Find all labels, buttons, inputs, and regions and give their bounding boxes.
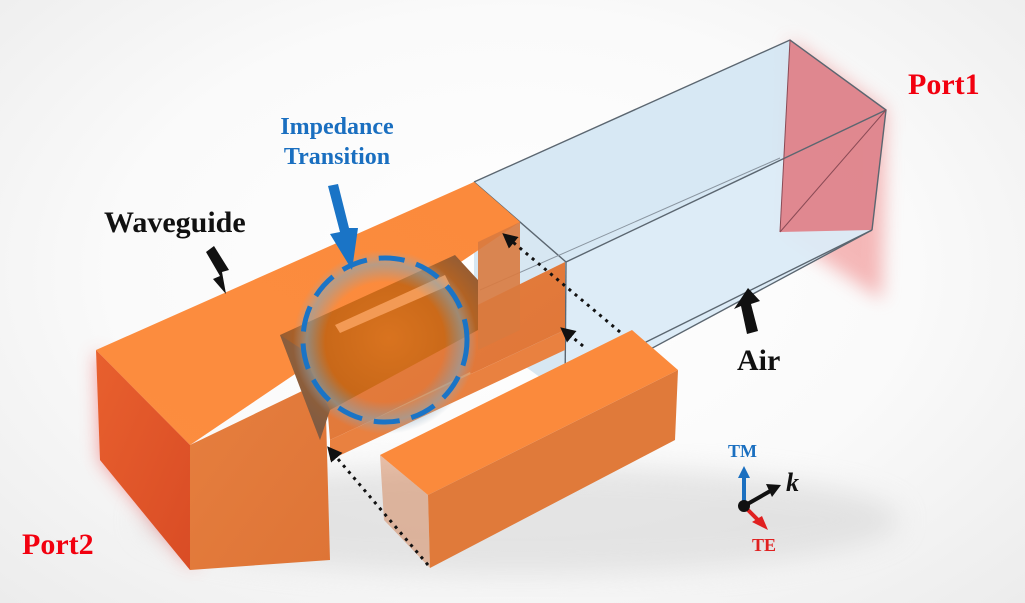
tm-arrow-icon bbox=[738, 466, 750, 478]
impedance-label-line1: Impedance bbox=[280, 114, 394, 140]
port1-face bbox=[780, 40, 886, 232]
port2-face bbox=[96, 350, 190, 570]
port2-label: Port2 bbox=[22, 528, 94, 561]
air-label: Air bbox=[737, 344, 781, 377]
waveguide-pointer-arrow bbox=[206, 246, 229, 294]
k-axis-label: k bbox=[786, 468, 799, 497]
te-axis-label: TE bbox=[752, 535, 777, 555]
polarization-axes bbox=[738, 466, 781, 530]
assembly-arrows bbox=[327, 233, 621, 566]
te-arrow-icon bbox=[752, 516, 768, 530]
impedance-label-line2: Transition bbox=[283, 144, 391, 170]
port1-label: Port1 bbox=[908, 68, 980, 101]
impedance-transition-marker bbox=[293, 250, 477, 434]
k-arrow-icon bbox=[766, 484, 781, 497]
label-arrows bbox=[206, 184, 760, 334]
air-pointer-arrow bbox=[734, 288, 760, 334]
impedance-transition-label: Impedance Transition bbox=[262, 112, 412, 172]
transition-pointer-arrow bbox=[328, 184, 358, 270]
tm-axis-label: TM bbox=[728, 441, 757, 461]
waveguide-label: Waveguide bbox=[104, 206, 246, 239]
